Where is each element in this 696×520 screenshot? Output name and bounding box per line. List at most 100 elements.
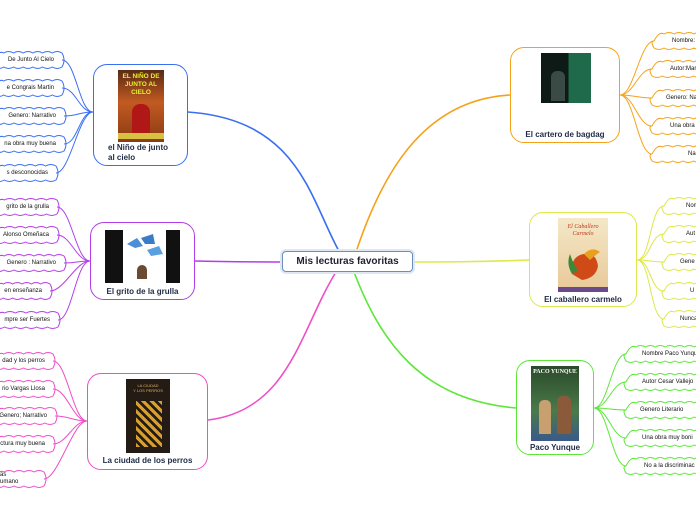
connector-caballero-4 — [636, 259, 665, 292]
leaf-caballero-4[interactable]: U — [690, 288, 695, 294]
leaf-outline-caballero-5 — [661, 310, 696, 328]
book-cover-left-panel — [105, 230, 123, 283]
leaf-outline-nino-2 — [0, 79, 65, 97]
leaf-cartero-1[interactable]: Nombre: — [672, 38, 696, 44]
connector-paco-1 — [593, 353, 627, 409]
topic-grito-de-la-grulla[interactable]: El grito de la grulla — [90, 222, 195, 300]
leaf-outline-ciudad-4 — [0, 435, 56, 453]
leaf-caballero-1[interactable]: Nom — [686, 203, 696, 209]
connector-grito-1 — [56, 206, 91, 262]
leaf-caballero-5[interactable]: Nunca — [680, 316, 696, 322]
connector-caballero-5 — [636, 259, 665, 320]
central-topic[interactable]: Mis lecturas favoritas — [282, 251, 413, 272]
leaf-grito-3[interactable]: Genero : Narrativo — [6, 260, 56, 266]
book-cover-strip — [558, 287, 608, 292]
leaf-paco-1[interactable]: Nombre Paco Yunqu — [642, 351, 696, 357]
leaf-outline-ciudad-5 — [0, 470, 47, 488]
rooster-illustration — [568, 249, 600, 280]
leaf-cartero-5[interactable]: Na — [688, 151, 696, 157]
topic-title: El cartero de bagdag — [525, 130, 605, 139]
book-cover-title: EL NIÑO DE JUNTO AL CIELO — [122, 73, 160, 96]
leaf-outline-paco-4 — [623, 429, 696, 447]
topic-title: La ciudad de los perros — [102, 456, 193, 465]
topic-cartero-de-bagdag[interactable]: El cartero de bagdag — [510, 47, 620, 143]
connector-nino-2 — [61, 87, 94, 113]
book-cover-figure-1 — [539, 400, 551, 434]
connector-ciudad-2 — [52, 388, 88, 422]
connector-ciudad-1 — [52, 360, 88, 422]
topic-caballero-carmelo[interactable]: El Caballero Carmelo El caballero carmel… — [529, 212, 637, 307]
book-cover-right-panel — [166, 230, 180, 283]
leaf-grito-2[interactable]: Alonso Omeñaca — [2, 232, 49, 238]
connector-paco-2 — [593, 381, 627, 409]
book-cover-figure — [136, 401, 162, 447]
topic-ciudad-de-los-perros[interactable]: LA CIUDAD Y LOS PERROS La ciudad de los … — [87, 373, 208, 470]
leaf-outline-cartero-1 — [651, 32, 696, 50]
leaf-caballero-2[interactable]: Aut — [686, 231, 696, 237]
connector-nino-5 — [55, 111, 94, 174]
leaf-ciudad-3[interactable]: Genero; Narrativo — [0, 413, 47, 419]
leaf-paco-5[interactable]: No a la discriminac — [644, 463, 695, 469]
leaf-nino-3[interactable]: Genero: Narrativo — [8, 113, 56, 119]
book-cover-figure-2 — [557, 396, 571, 434]
topic-paco-yunque[interactable]: PACO YUNQUE Paco Yunque — [516, 360, 594, 455]
connector-paco-5 — [593, 407, 627, 467]
leaf-outline-cartero-3 — [649, 89, 696, 107]
connector-cartero-4 — [619, 94, 653, 127]
topic-title: el Niño de junto al cielo — [108, 143, 168, 162]
book-cover-title: LA CIUDAD Y LOS PERROS — [133, 383, 163, 393]
branch-nino — [187, 111, 341, 254]
connector-nino-1 — [61, 59, 94, 113]
leaf-outline-grito-4 — [0, 282, 53, 300]
leaf-ciudad-2[interactable]: rio Vargas Llosa — [2, 386, 45, 392]
book-cover-portrait — [137, 265, 147, 279]
leaf-outline-ciudad-2 — [0, 380, 56, 398]
connector-nino-4 — [63, 111, 94, 145]
leaf-ciudad-4[interactable]: ctura muy buena — [0, 441, 45, 447]
leaf-outline-caballero-1 — [661, 197, 696, 215]
leaf-caballero-3[interactable]: Gene — [680, 259, 695, 265]
book-cover-title: El Caballero Carmelo — [567, 224, 599, 237]
leaf-nino-5[interactable]: s desconocidas — [6, 170, 48, 176]
leaf-outline-nino-1 — [0, 51, 65, 69]
crane-illustration — [127, 234, 163, 256]
leaf-ciudad-1[interactable]: dad y los perros — [2, 358, 45, 364]
leaf-nino-1[interactable]: De Junto Al Cielo — [7, 57, 54, 63]
leaf-paco-2[interactable]: Autor Cesar Vallejo — [642, 379, 694, 385]
book-cover-title: PACO YUNQUE — [533, 369, 577, 375]
book-cover-ciudad: LA CIUDAD Y LOS PERROS — [126, 379, 170, 453]
leaf-outline-cartero-4 — [649, 117, 696, 135]
topic-title: El caballero carmelo — [544, 295, 622, 304]
leaf-outline-grito-5 — [0, 311, 61, 329]
leaf-cartero-2[interactable]: Autor:Mar — [670, 66, 696, 72]
leaf-outline-grito-2 — [0, 226, 60, 244]
leaf-cartero-3[interactable]: Genero: Na — [666, 95, 696, 101]
connector-cartero-5 — [619, 94, 653, 155]
topic-nino-de-junto-al-cielo[interactable]: EL NIÑO DE JUNTO AL CIELO el Niño de jun… — [93, 64, 188, 166]
branch-ciudad — [207, 271, 337, 421]
leaf-outline-cartero-2 — [649, 60, 696, 78]
branch-cartero — [355, 94, 511, 253]
book-cover-paco: PACO YUNQUE — [531, 366, 579, 441]
leaf-grito-4[interactable]: en enseñanza — [4, 288, 42, 294]
leaf-outline-nino-5 — [0, 164, 59, 182]
leaf-grito-5[interactable]: mpre ser Fuertes — [4, 317, 50, 323]
leaf-outline-caballero-3 — [661, 253, 696, 271]
leaf-nino-2[interactable]: e Congrais Martin — [6, 85, 54, 91]
book-cover-caballero: El Caballero Carmelo — [558, 218, 608, 292]
topic-title: El grito de la grulla — [106, 287, 179, 296]
leaf-outline-caballero-2 — [661, 225, 696, 243]
book-cover-nino: EL NIÑO DE JUNTO AL CIELO — [118, 70, 164, 142]
leaf-cartero-4[interactable]: Una obra — [670, 123, 695, 129]
leaf-outline-ciudad-3 — [0, 407, 58, 425]
leaf-grito-1[interactable]: grito de la grulla — [6, 204, 49, 210]
leaf-ciudad-5[interactable]: as umano — [0, 472, 19, 485]
leaf-paco-3[interactable]: Genero Literario — [640, 407, 684, 413]
topic-title: Paco Yunque — [529, 443, 581, 452]
leaf-paco-4[interactable]: Una obra muy boni — [642, 435, 693, 441]
leaf-nino-4[interactable]: na obra muy buena — [4, 141, 56, 147]
connector-grito-2 — [56, 234, 91, 262]
leaf-outline-paco-2 — [623, 373, 696, 391]
connector-caballero-2 — [636, 233, 665, 261]
